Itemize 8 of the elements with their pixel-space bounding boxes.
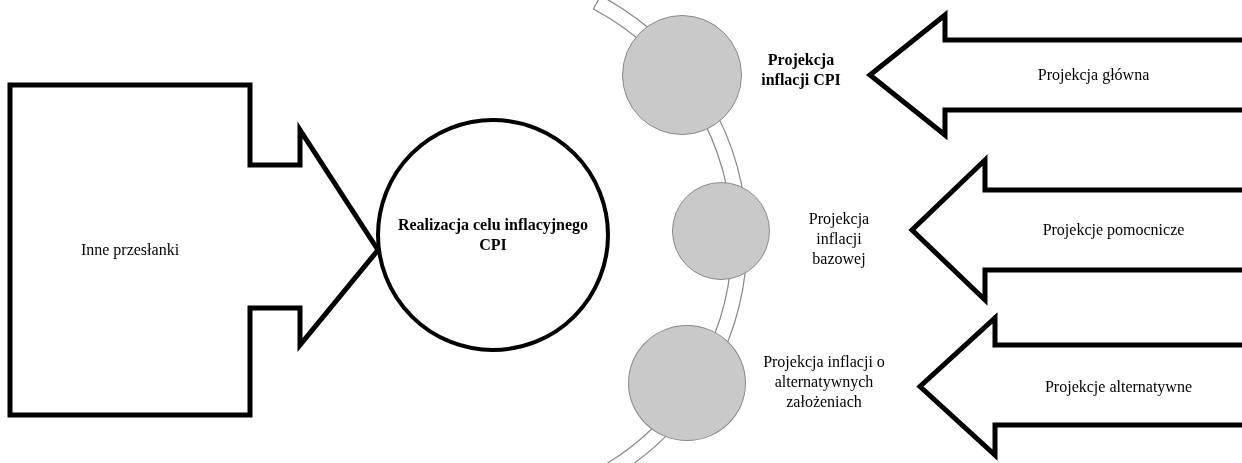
arrow-label: Inne przesłanki [80, 240, 180, 260]
arrow-label: Projekcja główna [1037, 65, 1150, 85]
circle-label: Realizacja celu inflacyjnego CPI [396, 215, 590, 255]
circle-caption: Projekcja inflacji o alternatywnych założeniach [762, 352, 886, 412]
circle-caption: Projekcja inflacji CPI [760, 50, 842, 90]
arrow-label: Projekcje pomocnicze [1042, 220, 1185, 240]
circle-caption: Projekcja inflacji bazowej [807, 209, 871, 269]
arrow-label: Projekcje alternatywne [1044, 376, 1192, 397]
